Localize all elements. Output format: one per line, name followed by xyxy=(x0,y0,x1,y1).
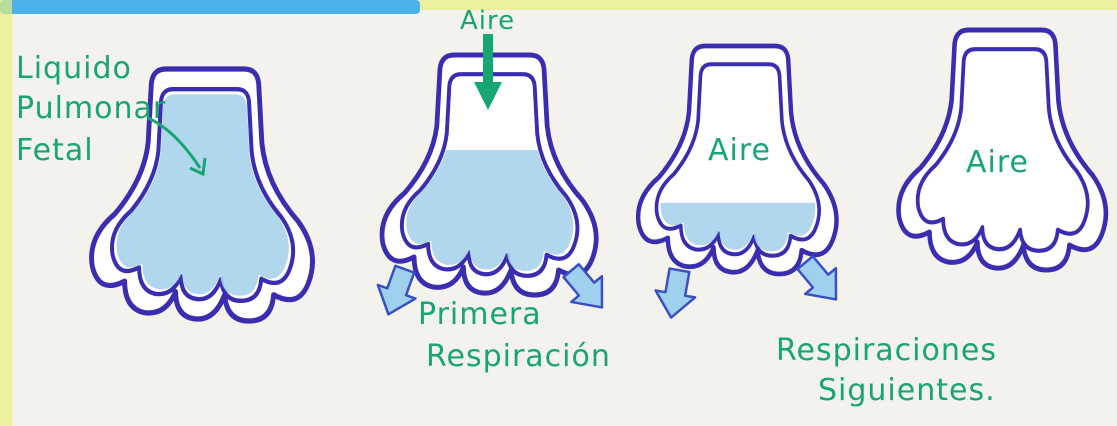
left-edge-highlight xyxy=(0,0,12,426)
next-breaths-label-line1: Respiraciones xyxy=(776,334,997,368)
drain-arrow-left-2 xyxy=(651,267,699,321)
top-color-band xyxy=(0,0,420,14)
fetal-fluid-label-line2: Pulmonar xyxy=(16,92,166,126)
fetal-fluid-label-line3: Fetal xyxy=(16,134,94,168)
air-inflow-label: Aire xyxy=(460,6,515,36)
fetal-fluid-label-line1: Liquido xyxy=(16,52,132,86)
first-breath-label-line1: Primera xyxy=(418,298,542,332)
stage3-air-label: Aire xyxy=(708,134,771,168)
next-breaths-label-line2: Siguientes. xyxy=(818,374,996,408)
stage4-air-label: Aire xyxy=(966,146,1029,180)
first-breath-label-line2: Respiración xyxy=(426,340,611,374)
top-edge-highlight xyxy=(420,0,1117,10)
